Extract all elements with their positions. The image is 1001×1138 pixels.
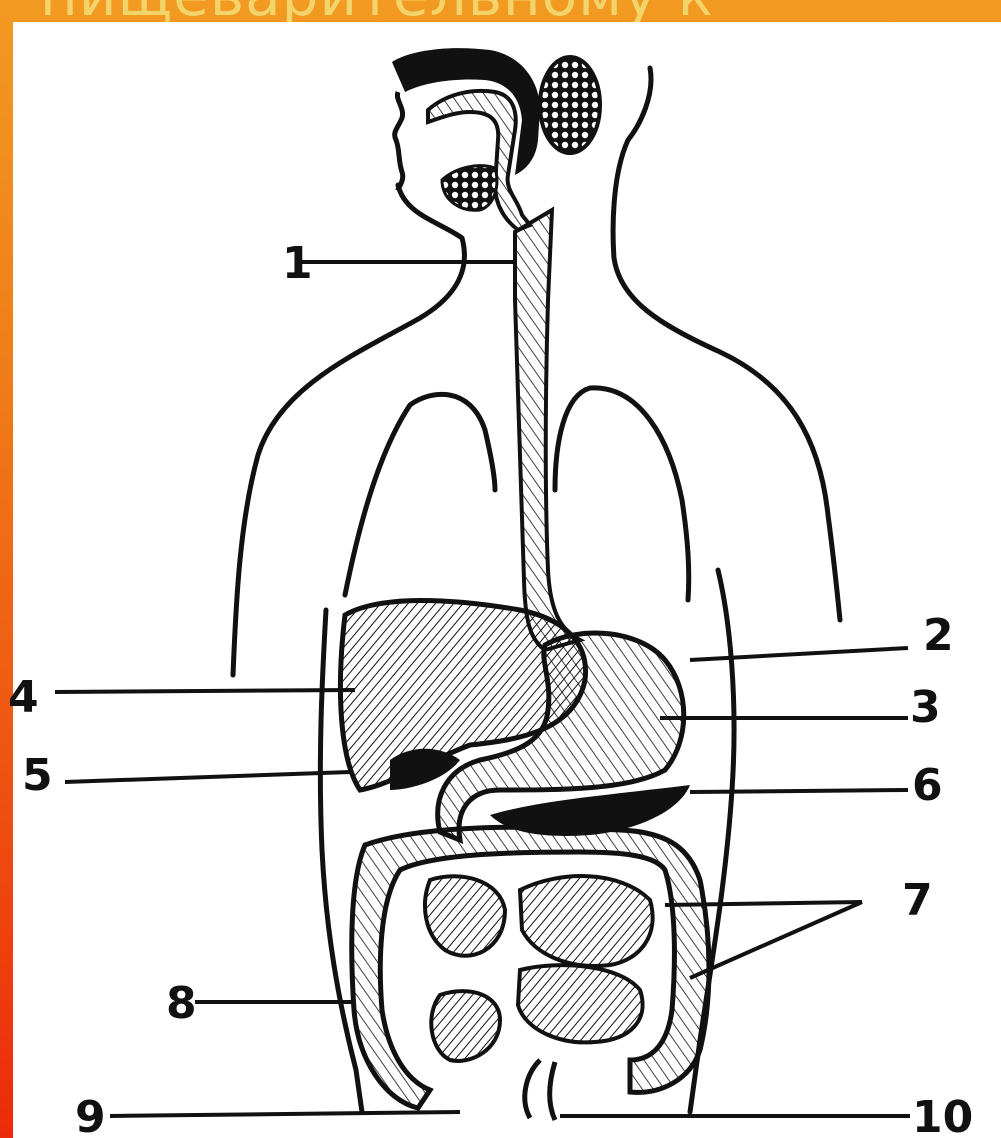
label-3: 3 [910,682,941,733]
label-5: 5 [22,750,53,801]
label-9: 9 [75,1092,106,1138]
label-6: 6 [912,760,943,811]
head [392,48,600,230]
esophagus [515,210,580,650]
label-4: 4 [8,672,39,723]
rectum [525,1060,555,1120]
label-2: 2 [923,610,954,661]
small-intestine [425,876,653,1061]
label-7: 7 [902,875,933,926]
label-1: 1 [282,238,313,289]
label-10: 10 [912,1092,973,1138]
label-8: 8 [166,978,197,1029]
